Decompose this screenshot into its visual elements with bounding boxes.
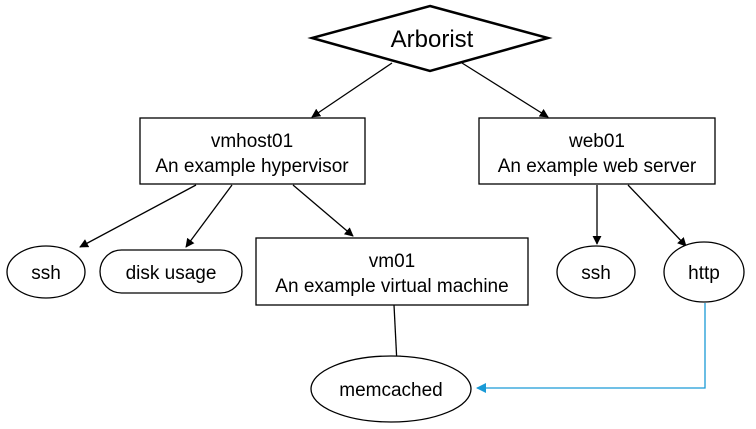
host-box-web01	[478, 117, 716, 185]
host-name-web01: web01	[568, 131, 625, 152]
host-description-vm01: An example virtual machine	[275, 276, 508, 297]
edge-vm01-memcached	[392, 304, 402, 365]
service-label-web-ssh: ssh	[581, 263, 611, 284]
service-shape-vmhost-ssh	[6, 245, 86, 299]
host-description-vmhost01: An example hypervisor	[155, 156, 349, 177]
host-node-web01[interactable]: web01 An example web server	[478, 117, 716, 185]
host-box-vmhost01	[139, 117, 366, 185]
service-node-web-http[interactable]: http	[663, 241, 745, 303]
host-name-vm01: vm01	[369, 251, 415, 272]
service-label-web-http: http	[688, 263, 720, 284]
host-node-vmhost01[interactable]: vmhost01 An example hypervisor	[139, 117, 366, 185]
host-name-vmhost01: vmhost01	[211, 131, 293, 152]
service-shape-memcached	[310, 355, 472, 423]
service-node-vmhost-ssh[interactable]: ssh	[6, 245, 86, 299]
edge-vmhost01-ssh	[79, 184, 197, 248]
dependency-link-http-memcached	[476, 303, 706, 393]
edge-root-vmhost01	[311, 62, 393, 118]
edge-vmhost01-vm01	[292, 184, 354, 237]
host-node-vm01[interactable]: vm01 An example virtual machine	[255, 237, 529, 306]
edge-root-web01	[461, 62, 549, 118]
root-label: Arborist	[391, 26, 474, 53]
service-shape-disk-usage	[99, 249, 243, 294]
edges	[79, 62, 687, 365]
service-node-disk-usage[interactable]: disk usage	[99, 249, 243, 294]
root-node[interactable]: Arborist	[307, 4, 553, 73]
service-label-vmhost-ssh: ssh	[31, 263, 61, 284]
service-label-disk-usage: disk usage	[126, 263, 217, 284]
service-label-memcached: memcached	[339, 380, 443, 401]
service-node-web-ssh[interactable]: ssh	[556, 245, 636, 299]
host-box-vm01	[255, 237, 529, 306]
service-shape-web-ssh	[556, 245, 636, 299]
edge-vmhost01-disk-usage	[185, 184, 233, 248]
host-description-web01: An example web server	[498, 156, 697, 177]
service-node-memcached[interactable]: memcached	[310, 355, 472, 423]
service-shape-web-http	[663, 241, 745, 303]
edge-web01-http	[627, 184, 687, 247]
root-diamond	[307, 4, 553, 73]
